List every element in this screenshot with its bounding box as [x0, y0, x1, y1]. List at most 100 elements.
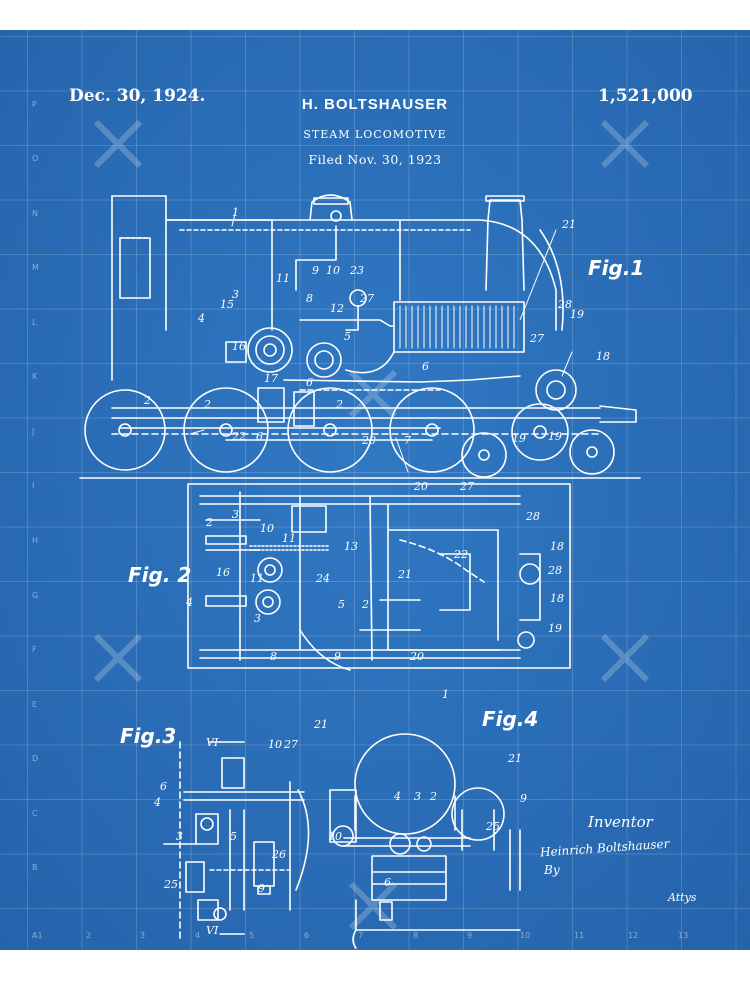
ref-numeral: 5	[230, 830, 237, 843]
ref-numeral: 18	[550, 540, 564, 553]
ref-numeral: 3	[414, 790, 421, 803]
grid-row-label: L	[32, 318, 37, 327]
patent-date: Dec. 30, 1924.	[69, 86, 206, 106]
ref-numeral: 9	[312, 264, 319, 277]
ref-numeral: 26	[271, 848, 286, 861]
ref-numeral: 19	[512, 432, 526, 445]
grid-row-label: H	[32, 536, 39, 545]
ref-numeral: 17	[264, 372, 278, 385]
ref-numeral: 6	[306, 376, 313, 389]
inventor-name: H. BOLTSHAUSER	[301, 96, 449, 113]
grid-row-label: K	[32, 372, 38, 381]
ref-numeral: 24	[315, 572, 330, 585]
ref-numeral: 10	[326, 264, 340, 277]
ref-numeral: 28	[547, 564, 562, 577]
signature-block: Inventor Heinrich Boltshauser By Attys	[540, 813, 740, 923]
ref-numeral: 20	[361, 434, 376, 447]
grid-col-label: 8	[413, 931, 419, 940]
grid-col-label: 13	[678, 931, 689, 940]
ref-numeral: 6	[384, 876, 391, 889]
ref-numeral: 27	[359, 292, 374, 305]
grid-col-label: 4	[195, 931, 201, 940]
ref-numeral: 5	[338, 598, 345, 611]
ref-numeral: 11	[282, 532, 296, 545]
watermark-cross-icon	[600, 633, 650, 683]
grid-row-label: C	[32, 809, 38, 818]
ref-numeral: 25	[485, 820, 500, 833]
ref-numeral: 4	[153, 796, 161, 809]
ref-numeral: 25	[163, 878, 178, 891]
grid-row-label: O	[32, 154, 39, 163]
inventor-signature: Heinrich Boltshauser	[539, 836, 670, 860]
ref-numeral: 12	[330, 302, 344, 315]
ref-numeral: 13	[344, 540, 358, 553]
by-label: By	[544, 863, 560, 877]
ref-numeral: 5	[344, 330, 351, 343]
grid-row-label: G	[32, 591, 39, 600]
grid-row-label: M	[32, 263, 39, 272]
ref-numeral: 9	[258, 882, 265, 895]
ref-numeral: 3	[232, 288, 239, 301]
grid-col-label: 11	[574, 931, 585, 940]
ref-numeral: 21	[313, 718, 328, 731]
ref-numeral: 19	[548, 622, 562, 635]
patent-drawing: 1 21 3 15 4 9 10 23 27 11 8 12 5 16 6 17…	[79, 194, 641, 949]
ref-numeral: 3	[176, 830, 183, 843]
grid-row-label: E	[32, 700, 38, 709]
grid-row-label: J	[32, 427, 35, 436]
ref-numeral: 18	[550, 592, 564, 605]
fig1-label: Fig.1	[588, 256, 645, 280]
ref-numeral: 19	[570, 308, 584, 321]
ref-numeral: 10	[260, 522, 274, 535]
ref-numeral: 19	[548, 430, 562, 443]
grid-row-label: D	[32, 754, 39, 763]
grid-col-label: 10	[520, 931, 531, 940]
ref-numeral: 4	[197, 312, 205, 325]
ref-numeral: 4	[393, 790, 401, 803]
ref-numeral: 2	[335, 398, 343, 411]
ref-numeral: 22	[231, 430, 246, 443]
grid-col-label: 7	[358, 931, 364, 940]
watermark-cross-icon	[600, 119, 650, 169]
fig3-section	[163, 741, 310, 941]
grid-col-label: 9	[467, 931, 473, 940]
ref-numeral: VI	[206, 924, 219, 937]
ref-numeral: 27	[459, 480, 474, 493]
ref-numeral: 6	[160, 780, 167, 793]
grid-row-label: I	[32, 481, 35, 490]
ref-numeral: VI	[206, 736, 219, 749]
grid-col-label: 2	[86, 931, 92, 940]
fig2-label: Fig. 2	[128, 563, 192, 587]
ref-numeral: 20	[409, 650, 424, 663]
ref-numeral: 2	[205, 516, 213, 529]
inventor-label: Inventor	[588, 813, 653, 831]
ref-numeral: 8	[306, 292, 313, 305]
watermark-cross-icon	[348, 369, 398, 419]
filed-date: Filed Nov. 30, 1923	[308, 152, 442, 167]
ref-numeral: 1	[232, 206, 239, 219]
ref-numeral: 27	[283, 738, 298, 751]
ref-numeral: 2	[143, 394, 151, 407]
grid-row-label: P	[32, 100, 37, 109]
ref-numeral: 28	[525, 510, 540, 523]
grid-row-label: N	[32, 209, 38, 218]
ref-numeral: 9	[334, 650, 341, 663]
patent-title: STEAM LOCOMOTIVE	[303, 128, 447, 141]
blueprint-poster: P O N M L K J I H G F E D C B A1 2 3 4 5…	[0, 30, 750, 950]
ref-numeral: 20	[413, 480, 428, 493]
grid-col-label: 3	[140, 931, 146, 940]
ref-numeral: 2	[203, 398, 211, 411]
ref-numeral: 9	[520, 792, 527, 805]
ref-numeral: 10	[328, 830, 342, 843]
grid-row-label: B	[32, 863, 38, 872]
ref-numeral: 2	[429, 790, 437, 803]
ref-numeral: 15	[220, 298, 234, 311]
ref-numeral: 21	[561, 218, 576, 231]
ref-numeral: 7	[404, 434, 411, 447]
grid-row-label: A1	[32, 931, 43, 940]
ref-numeral: 11	[250, 572, 264, 585]
grid-row-label: F	[32, 645, 37, 654]
ref-numeral: 6	[256, 430, 263, 443]
fig3-label: Fig.3	[120, 724, 177, 748]
watermark-cross-icon	[348, 881, 398, 931]
